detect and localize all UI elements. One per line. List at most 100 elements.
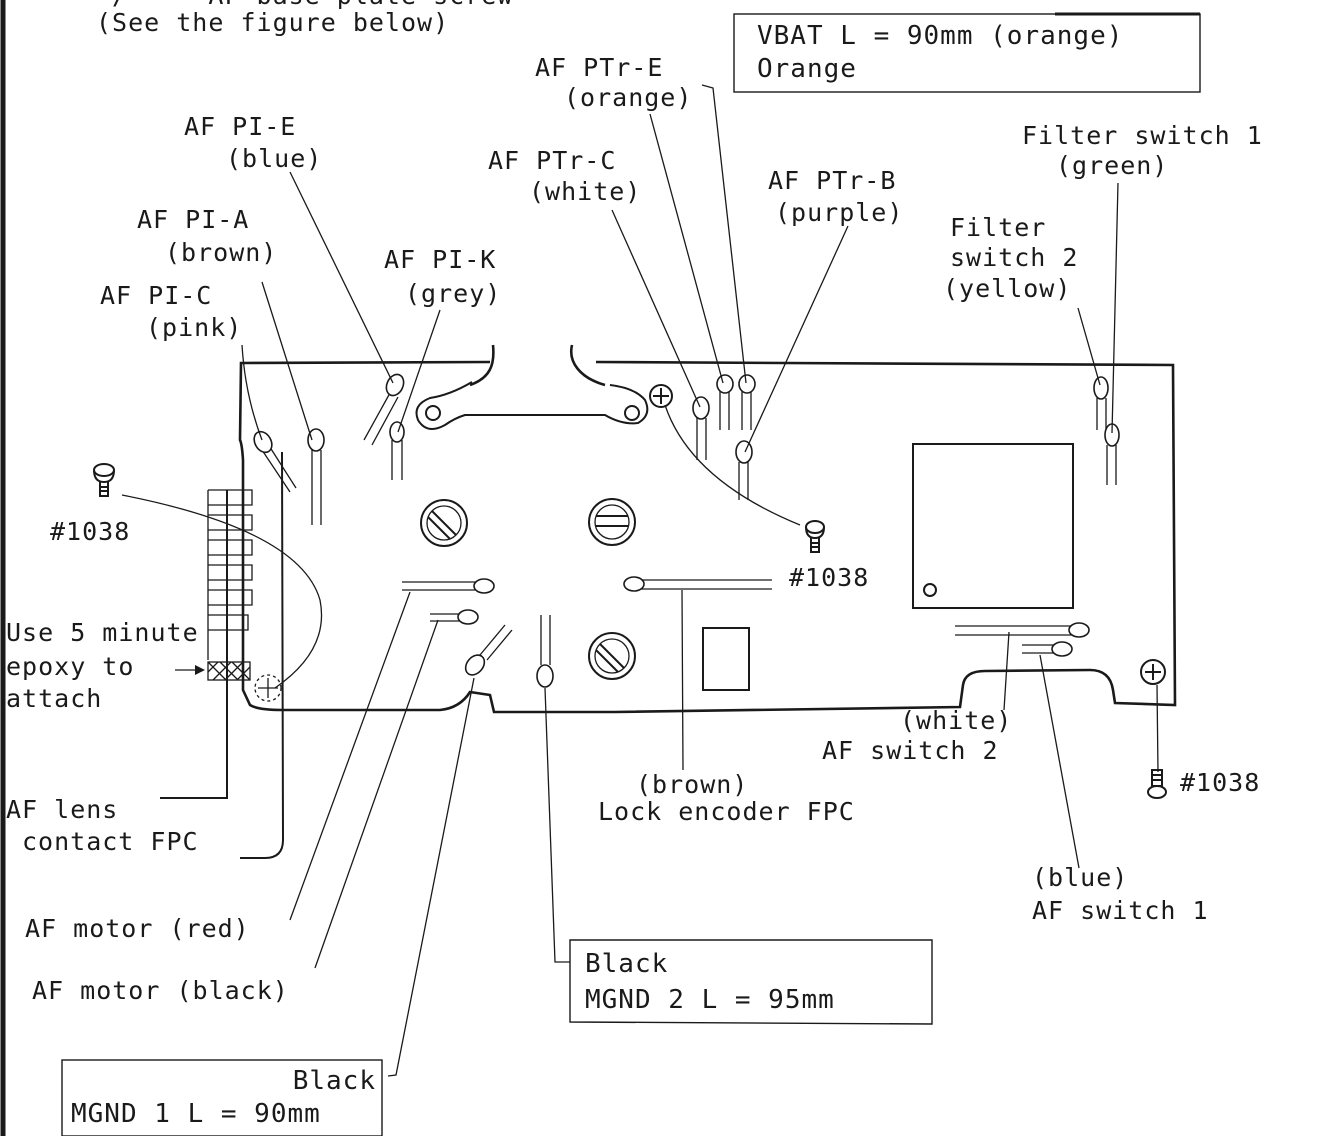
wire-af-ptr-c <box>696 418 707 460</box>
label-af-switch-2-color: (white) <box>900 706 1012 735</box>
screw-head-top-cross <box>653 388 669 404</box>
lever-hole-left <box>425 405 441 421</box>
screw-hole-dashed <box>254 674 282 702</box>
vbat-box: VBAT L = 90mm (orange) Orange <box>733 12 1201 93</box>
ic-chip <box>912 443 1074 609</box>
mgnd1-box-line1: Black <box>293 1066 376 1096</box>
joint-mgnd1 <box>464 654 486 676</box>
mgnd1-box: Black MGND 1 L = 90mm <box>61 1059 383 1136</box>
label-epoxy-line1: Use 5 minute <box>6 618 199 647</box>
label-af-pi-c: AF PI-C <box>100 281 212 310</box>
joint-af-motor-black <box>457 609 479 625</box>
af-lens-contact-fpc <box>160 451 285 859</box>
joint-af-pi-e <box>385 373 405 397</box>
mgnd2-box-line2: MGND 2 L = 95mm <box>585 985 835 1015</box>
label-af-switch-1-color: (blue) <box>1032 863 1128 892</box>
fpc-contacts <box>207 489 253 660</box>
mgnd2-box: Black MGND 2 L = 95mm <box>569 939 933 1025</box>
label-screw-left: #1038 <box>50 517 130 546</box>
screw-head-right-cross <box>1145 664 1161 680</box>
epoxy-patch <box>207 661 251 681</box>
label-af-pi-a-color: (brown) <box>165 238 277 267</box>
joint-af-ptr-c <box>692 396 710 420</box>
vbat-box-line2: Orange <box>757 54 857 84</box>
joint-af-ptr-e-2 <box>738 374 756 394</box>
joint-af-pi-a <box>307 428 325 452</box>
joint-mgnd2 <box>536 664 554 688</box>
label-filter-switch-2-line1: Filter <box>950 213 1046 242</box>
screw-head-right <box>1140 659 1166 685</box>
screw-icon-mid <box>805 520 825 553</box>
label-af-ptr-c-color: (white) <box>529 177 641 206</box>
small-rectangle <box>702 627 750 691</box>
wire-af-pi-a <box>311 450 322 525</box>
label-lock-encoder: Lock encoder FPC <box>598 797 855 826</box>
label-af-ptr-e-color: (orange) <box>564 83 692 112</box>
wire-af-pi-k <box>391 440 403 480</box>
label-af-ptr-c: AF PTr-C <box>488 146 616 175</box>
slotted-adjuster-1 <box>420 499 468 547</box>
label-af-pi-c-color: (pink) <box>146 313 242 342</box>
label-af-pi-e-color: (blue) <box>226 144 322 173</box>
screw-icon-left <box>93 463 115 497</box>
label-screw-right: #1038 <box>1180 768 1260 797</box>
joint-af-switch-1 <box>1051 641 1073 657</box>
label-filter-switch-2-line2: switch 2 <box>950 243 1078 272</box>
wire-filter-switch-2 <box>1096 398 1107 430</box>
wire-mgnd2 <box>540 615 551 665</box>
label-af-pi-k-color: (grey) <box>405 279 501 308</box>
slotted-adjuster-3 <box>588 632 636 680</box>
af-base-plate-outline <box>238 344 1177 714</box>
screw-icon-right <box>1147 769 1167 799</box>
leader-lines <box>121 84 1159 1077</box>
wire-af-motor-black <box>430 613 460 622</box>
joint-af-switch-2 <box>1068 622 1090 638</box>
joint-af-ptr-e-1 <box>716 374 734 394</box>
joint-af-pi-k <box>389 421 405 443</box>
wire-af-pi-e <box>363 392 399 446</box>
slotted-adjuster-2 <box>588 498 636 546</box>
label-filter-switch-1-color: (green) <box>1056 151 1168 180</box>
label-lock-encoder-color: (brown) <box>636 770 748 799</box>
label-af-motor-red: AF motor (red) <box>25 914 250 943</box>
label-filter-switch-2-color: (yellow) <box>943 274 1071 303</box>
joint-lock-encoder <box>623 576 645 592</box>
label-filter-switch-1: Filter switch 1 <box>1022 121 1263 150</box>
joint-filter-switch-2 <box>1093 376 1109 400</box>
label-af-pi-k: AF PI-K <box>384 245 496 274</box>
header-line1: ·/···· AF base plate screw <box>96 0 513 10</box>
label-af-switch-1: AF switch 1 <box>1032 896 1209 925</box>
label-af-pi-a: AF PI-A <box>137 205 249 234</box>
label-af-lens-fpc-line2: contact FPC <box>22 827 199 856</box>
wire-af-ptr-e <box>719 390 752 430</box>
label-af-ptr-b-color: (purple) <box>775 198 903 227</box>
label-af-motor-black: AF motor (black) <box>32 976 289 1005</box>
wire-af-switch-2 <box>955 625 1075 636</box>
joint-af-ptr-b <box>735 440 753 464</box>
label-epoxy-line3: attach <box>6 684 102 713</box>
mgnd1-box-line2: MGND 1 L = 90mm <box>71 1099 321 1129</box>
label-af-lens-fpc-line1: AF lens <box>6 795 118 824</box>
wire-filter-switch-1 <box>1106 445 1117 485</box>
label-epoxy-line2: epoxy to <box>6 652 134 681</box>
wire-af-switch-1 <box>1022 644 1055 654</box>
header-line2: (See the figure below) <box>96 8 449 37</box>
wire-mgnd1 <box>479 624 513 661</box>
screw-hole-dashed-cross <box>258 678 278 698</box>
label-af-pi-e: AF PI-E <box>184 112 296 141</box>
lever-hole-right <box>624 405 640 421</box>
vbat-box-line1: VBAT L = 90mm (orange) <box>757 21 1123 51</box>
joint-af-motor-red <box>473 578 495 594</box>
joint-af-pi-c <box>253 430 273 454</box>
epoxy-hatch <box>207 661 251 681</box>
label-af-switch-2: AF switch 2 <box>822 736 999 765</box>
label-af-ptr-b: AF PTr-B <box>768 166 896 195</box>
mgnd2-box-line1: Black <box>585 949 668 979</box>
epoxy-arrowhead <box>195 665 205 675</box>
screw-head-top <box>649 384 673 408</box>
wire-lock-encoder <box>640 579 772 590</box>
af-link-lever <box>415 381 649 430</box>
ic-chip-dot <box>923 583 937 597</box>
label-screw-mid: #1038 <box>789 563 869 592</box>
